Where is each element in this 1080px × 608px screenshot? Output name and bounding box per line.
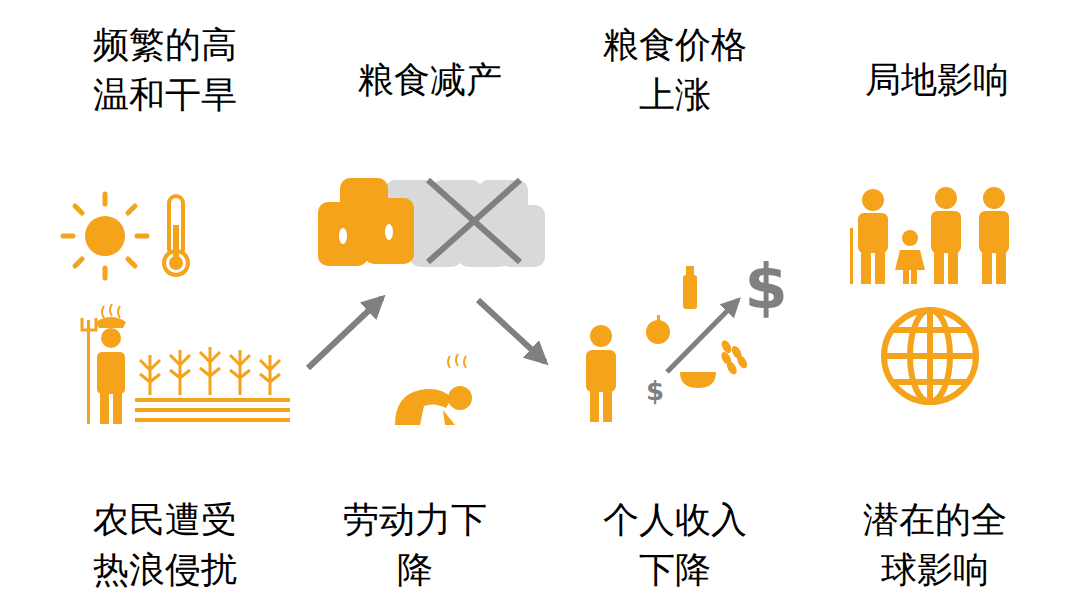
dollar-symbol: $ bbox=[744, 250, 787, 323]
person-icon bbox=[586, 325, 616, 422]
stage-caption: 个人收入 下降 bbox=[595, 495, 755, 595]
stage-caption: 农民遭受 热浪侵扰 bbox=[85, 495, 245, 595]
sun-icon bbox=[63, 194, 147, 278]
stage-caption: 潜在的全 球影响 bbox=[855, 495, 1015, 595]
price-arrow bbox=[667, 300, 738, 372]
stage-heading: 粮食减产 bbox=[350, 55, 510, 105]
farmer-icon bbox=[82, 304, 126, 424]
exhausted-worker bbox=[395, 354, 472, 425]
dollar-symbol: $ bbox=[646, 376, 664, 406]
flow-arrow bbox=[478, 300, 545, 362]
family-icon bbox=[850, 187, 1009, 284]
stage-heading: 频繁的高 温和干旱 bbox=[85, 20, 245, 120]
stage-caption: 劳动力下 降 bbox=[335, 495, 495, 595]
food-icons bbox=[646, 266, 749, 388]
grain-bags bbox=[318, 178, 545, 267]
stage-heading: 局地影响 bbox=[857, 55, 1017, 105]
thermometer-icon bbox=[164, 196, 188, 275]
globe-icon bbox=[884, 310, 976, 402]
flow-arrow bbox=[308, 298, 382, 368]
dry-crops bbox=[135, 347, 290, 420]
stage-heading: 粮食价格 上涨 bbox=[595, 20, 755, 120]
